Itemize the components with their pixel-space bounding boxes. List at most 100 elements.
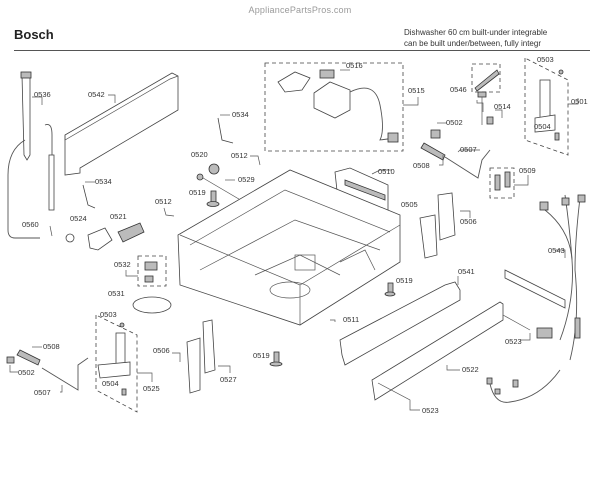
part-0502-top[interactable] (430, 129, 441, 139)
label-0546[interactable]: 0546 (450, 85, 467, 94)
hose-0536 (44, 124, 53, 210)
part-0504-top (554, 132, 560, 141)
label-0505[interactable]: 0505 (401, 200, 418, 209)
label-0514[interactable]: 0514 (494, 102, 511, 111)
label-0532[interactable]: 0532 (114, 260, 131, 269)
connector-c (512, 379, 519, 388)
label-0512-left[interactable]: 0512 (155, 197, 172, 206)
part-0532-b[interactable] (144, 275, 154, 283)
part-0534-left[interactable] (82, 184, 96, 209)
label-0508-top[interactable]: 0508 (413, 161, 430, 170)
part-0536-rod[interactable] (20, 71, 32, 161)
label-0509[interactable]: 0509 (519, 166, 536, 175)
part-0509-b[interactable] (504, 171, 511, 188)
label-0506-top[interactable]: 0506 (460, 217, 477, 226)
connector-b (494, 388, 501, 395)
group-box-0532 (137, 255, 167, 287)
wire-0507-bottom (41, 357, 89, 391)
label-0510[interactable]: 0510 (378, 167, 395, 176)
part-0523-connector (536, 327, 553, 339)
label-0512-top[interactable]: 0512 (231, 151, 248, 160)
part-0543-wire-harness[interactable] (504, 194, 586, 361)
part-0546-sensor[interactable] (477, 91, 487, 125)
label-0519-right[interactable]: 0519 (396, 276, 413, 285)
label-0520[interactable]: 0520 (191, 150, 208, 159)
label-0527[interactable]: 0527 (220, 375, 237, 384)
model-description-line-2: can be built under/between, fully integr (404, 39, 541, 48)
part-0508-bottom-heater[interactable] (16, 349, 41, 366)
label-0504-top[interactable]: 0504 (534, 122, 551, 131)
part-0519-right-foot[interactable] (384, 282, 396, 297)
part-0534-top[interactable] (217, 117, 234, 144)
part-0508-top-heater[interactable] (420, 142, 446, 161)
hose-0560 (7, 139, 40, 239)
part-0536-tube (48, 154, 55, 211)
label-0529[interactable]: 0529 (238, 175, 255, 184)
group-box-0509 (489, 167, 515, 199)
group-box-0516 (264, 62, 404, 152)
part-0520[interactable] (208, 163, 220, 175)
part-0542-panel[interactable] (64, 72, 179, 176)
label-0515[interactable]: 0515 (408, 86, 425, 95)
part-0516-control-box[interactable] (277, 69, 399, 143)
label-0543[interactable]: 0543 (548, 246, 565, 255)
part-0546-strip (474, 69, 500, 92)
label-0503-bottom[interactable]: 0503 (100, 310, 117, 319)
label-0503-top[interactable]: 0503 (537, 55, 554, 64)
label-0542[interactable]: 0542 (88, 90, 105, 99)
model-description-line-1: Dishwasher 60 cm built-under integrable (404, 28, 548, 37)
connector-wires (489, 369, 561, 403)
part-0505-bracket[interactable] (419, 214, 438, 259)
label-0534-left[interactable]: 0534 (95, 177, 112, 186)
group-box-0525 (95, 314, 138, 413)
label-0531[interactable]: 0531 (108, 289, 125, 298)
label-0504-bottom[interactable]: 0504 (102, 379, 119, 388)
label-0522[interactable]: 0522 (462, 365, 479, 374)
part-0527-hinge[interactable] (186, 319, 216, 394)
part-0521-pump[interactable] (117, 222, 145, 243)
label-0501[interactable]: 0501 (571, 97, 588, 106)
part-0503-bottom (119, 322, 125, 328)
label-0506-bottom[interactable]: 0506 (153, 346, 170, 355)
part-0504-bottom (121, 388, 127, 396)
part-0519-top-foot[interactable] (206, 190, 220, 207)
part-0514[interactable] (486, 116, 494, 125)
label-0507-top[interactable]: 0507 (460, 145, 477, 154)
label-0507-bottom[interactable]: 0507 (34, 388, 51, 397)
part-0524[interactable] (87, 227, 113, 251)
part-0525-hinge-bracket[interactable] (97, 332, 131, 379)
label-0523-right[interactable]: 0523 (505, 337, 522, 346)
label-0516[interactable]: 0516 (346, 61, 363, 70)
label-0519-top[interactable]: 0519 (189, 188, 206, 197)
label-0534-top[interactable]: 0534 (232, 110, 249, 119)
part-0522-plinth-panel[interactable] (371, 301, 504, 401)
part-0532-a[interactable] (144, 261, 158, 271)
label-0541[interactable]: 0541 (458, 267, 475, 276)
part-0502-bottom[interactable] (6, 356, 15, 364)
brand-title: Bosch (14, 27, 54, 42)
label-0511[interactable]: 0511 (343, 315, 359, 324)
connector-a (486, 377, 493, 385)
label-0524[interactable]: 0524 (70, 214, 87, 223)
part-0509-a[interactable] (494, 174, 501, 191)
label-0536[interactable]: 0536 (34, 90, 51, 99)
part-0541-panel[interactable] (339, 281, 461, 366)
model-description: Dishwasher 60 cm built-under integrable … (404, 27, 589, 49)
label-0508-bottom[interactable]: 0508 (43, 342, 60, 351)
part-0531-disc[interactable] (132, 296, 172, 314)
part-0501-bracket[interactable] (534, 79, 556, 133)
label-0523-bottom[interactable]: 0523 (422, 406, 439, 415)
wire-0507-top (444, 149, 491, 179)
group-box-0501 (524, 57, 569, 156)
part-0519-bottom-foot[interactable] (269, 351, 283, 367)
part-0560[interactable] (65, 233, 75, 243)
part-base-tub[interactable] (177, 169, 401, 326)
label-0560[interactable]: 0560 (22, 220, 39, 229)
label-0519-bottom[interactable]: 0519 (253, 351, 270, 360)
label-0525[interactable]: 0525 (143, 384, 160, 393)
part-0506-bracket-top (437, 192, 456, 241)
label-0521[interactable]: 0521 (110, 212, 127, 221)
label-0502-bottom[interactable]: 0502 (18, 368, 35, 377)
label-0502-top[interactable]: 0502 (446, 118, 463, 127)
